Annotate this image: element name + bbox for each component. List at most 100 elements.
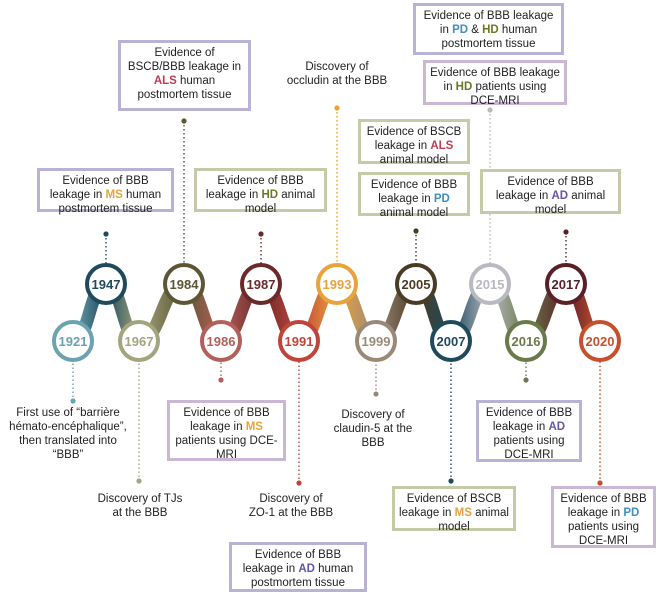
year-node-2015 xyxy=(469,263,511,305)
connector-dot-2020 xyxy=(597,480,603,486)
year-node-2016 xyxy=(505,320,547,362)
annotation-text: animal model xyxy=(379,154,449,166)
year-label-2007: 2007 xyxy=(437,334,466,349)
year-node-1986 xyxy=(200,320,242,362)
year-label-1921: 1921 xyxy=(59,334,88,349)
year-node-2020 xyxy=(579,320,621,362)
year-label-1987: 1987 xyxy=(247,277,276,292)
annotation-1921: First use of “barrière hémato-encéphaliq… xyxy=(4,406,132,462)
annotation-text: patients using DCE-MRI xyxy=(470,81,547,107)
annotation-text: animal model xyxy=(438,507,509,533)
annotation-2007: Evidence of BSCB leakage in MS animal mo… xyxy=(392,486,516,533)
year-label-1991: 1991 xyxy=(285,334,314,349)
annotation-text: human postmortem tissue xyxy=(441,24,538,50)
year-node-1967 xyxy=(118,320,160,362)
annotation-1986: Evidence of BBB leakage in MS patients u… xyxy=(167,400,286,461)
connector-dot-2015 xyxy=(487,107,493,113)
annotation-text: Discovery of claudin-5 at the BBB xyxy=(333,409,413,449)
connector-dot-1986 xyxy=(218,377,224,383)
annotation-1991-ad: Evidence of BBB leakage in AD human post… xyxy=(229,542,367,592)
year-node-1993 xyxy=(316,263,358,305)
annotation-text: Evidence of BBB leakage in xyxy=(370,179,458,205)
year-node-1991 xyxy=(278,320,320,362)
connector-dot-2017 xyxy=(563,229,569,235)
connector-dot-1967 xyxy=(136,478,142,484)
keyword-ms: MS xyxy=(454,507,472,519)
keyword-als: ALS xyxy=(430,140,454,152)
connector-dot-1987 xyxy=(258,231,264,237)
keyword-ad: AD xyxy=(548,421,566,433)
annotation-1947: Evidence of BBB leakage in MS human post… xyxy=(37,168,174,215)
year-label-2015: 2015 xyxy=(476,277,505,292)
annotation-text: Discovery of TJs at the BBB xyxy=(97,493,183,519)
annotation-text: Evidence of BBB leakage in xyxy=(205,175,304,201)
year-label-1999: 1999 xyxy=(362,334,391,349)
annotation-1987: Evidence of BBB leakage in HD animal mod… xyxy=(194,168,327,215)
connector-dot-1993 xyxy=(334,105,340,111)
keyword-pd: PD xyxy=(433,193,450,205)
keyword-ad: AD xyxy=(551,190,569,202)
year-node-2007 xyxy=(430,320,472,362)
connector-dot-1991 xyxy=(296,480,302,486)
year-node-2017 xyxy=(545,263,587,305)
connector-dot-1921 xyxy=(70,398,76,404)
annotation-2016: Evidence of BBB leakage in AD patients u… xyxy=(476,400,582,462)
annotation-text: human postmortem tissue xyxy=(58,189,162,215)
year-label-2016: 2016 xyxy=(512,334,541,349)
annotation-2005-pd: Evidence of BBB leakage in PD animal mod… xyxy=(358,172,470,219)
connector-dot-2007 xyxy=(448,478,454,484)
keyword-pd: PD xyxy=(623,507,640,519)
annotation-text: Evidence of BBB leakage in xyxy=(183,407,270,433)
annotation-text: Evidence of BBB leakage in xyxy=(430,67,560,93)
keyword-pd: PD xyxy=(452,24,469,36)
connector-dot-1947 xyxy=(103,231,109,237)
annotation-1984: Evidence of BSCB/BBB leakage in ALS huma… xyxy=(118,40,251,111)
year-label-1967: 1967 xyxy=(125,334,154,349)
annotation-text: patients using DCE-MRI xyxy=(493,435,565,461)
year-label-2020: 2020 xyxy=(586,334,615,349)
year-node-1999 xyxy=(355,320,397,362)
keyword-ms: MS xyxy=(245,421,263,433)
year-node-1947 xyxy=(85,263,127,305)
year-label-1947: 1947 xyxy=(92,277,121,292)
annotation-1991-zo1: Discovery of ZO-1 at the BBB xyxy=(248,492,334,520)
annotation-text: human postmortem tissue xyxy=(251,563,354,589)
keyword-ad: AD xyxy=(298,563,315,575)
annotation-text: Evidence of BBB leakage in xyxy=(49,175,149,201)
annotation-text: First use of “barrière hémato-encéphaliq… xyxy=(9,407,127,461)
annotation-text: animal model xyxy=(379,207,449,219)
annotation-text: animal model xyxy=(534,190,606,216)
connector-dot-1984 xyxy=(181,118,187,124)
annotation-text: Evidence of BBB leakage in xyxy=(423,10,554,36)
annotation-2020: Evidence of BBB leakage in PD patients u… xyxy=(551,486,656,548)
annotation-1999: Discovery of claudin-5 at the BBB xyxy=(325,408,421,450)
annotation-text: Evidence of BSCB leakage in xyxy=(399,493,502,519)
annotation-text: patients using DCE-MRI xyxy=(175,435,278,461)
year-node-1987 xyxy=(240,263,282,305)
keyword-als: ALS xyxy=(153,75,177,87)
annotation-text: Evidence of BBB leakage in xyxy=(560,493,647,519)
keyword-hd: HD xyxy=(482,24,499,36)
annotation-text: Evidence of BSCB/BBB leakage in xyxy=(127,47,242,73)
keyword-ms: MS xyxy=(105,189,123,201)
annotation-text: Evidence of BBB leakage in xyxy=(495,176,594,202)
annotation-1993: Discovery of occludin at the BBB xyxy=(285,60,389,88)
keyword-hd: HD xyxy=(455,81,473,93)
annotation-text: Evidence of BSCB leakage in xyxy=(366,126,462,152)
annotation-2005-als: Evidence of BSCB leakage in ALS animal m… xyxy=(358,119,470,166)
year-node-1984 xyxy=(163,263,205,305)
year-label-2005: 2005 xyxy=(402,277,431,292)
annotation-2015-pd-hd: Evidence of BBB leakage in PD & HD human… xyxy=(413,3,564,55)
annotation-text: human postmortem tissue xyxy=(137,75,232,101)
year-node-1921 xyxy=(52,320,94,362)
connector-dot-2016 xyxy=(523,377,529,383)
year-node-2005 xyxy=(395,263,437,305)
annotation-text: Evidence of BBB leakage in xyxy=(485,407,573,433)
connector-dot-1999 xyxy=(373,391,379,397)
year-label-2017: 2017 xyxy=(552,277,581,292)
annotation-text: Discovery of ZO-1 at the BBB xyxy=(248,493,334,519)
connector-dot-2005 xyxy=(413,228,419,234)
annotation-text: & xyxy=(468,24,483,36)
